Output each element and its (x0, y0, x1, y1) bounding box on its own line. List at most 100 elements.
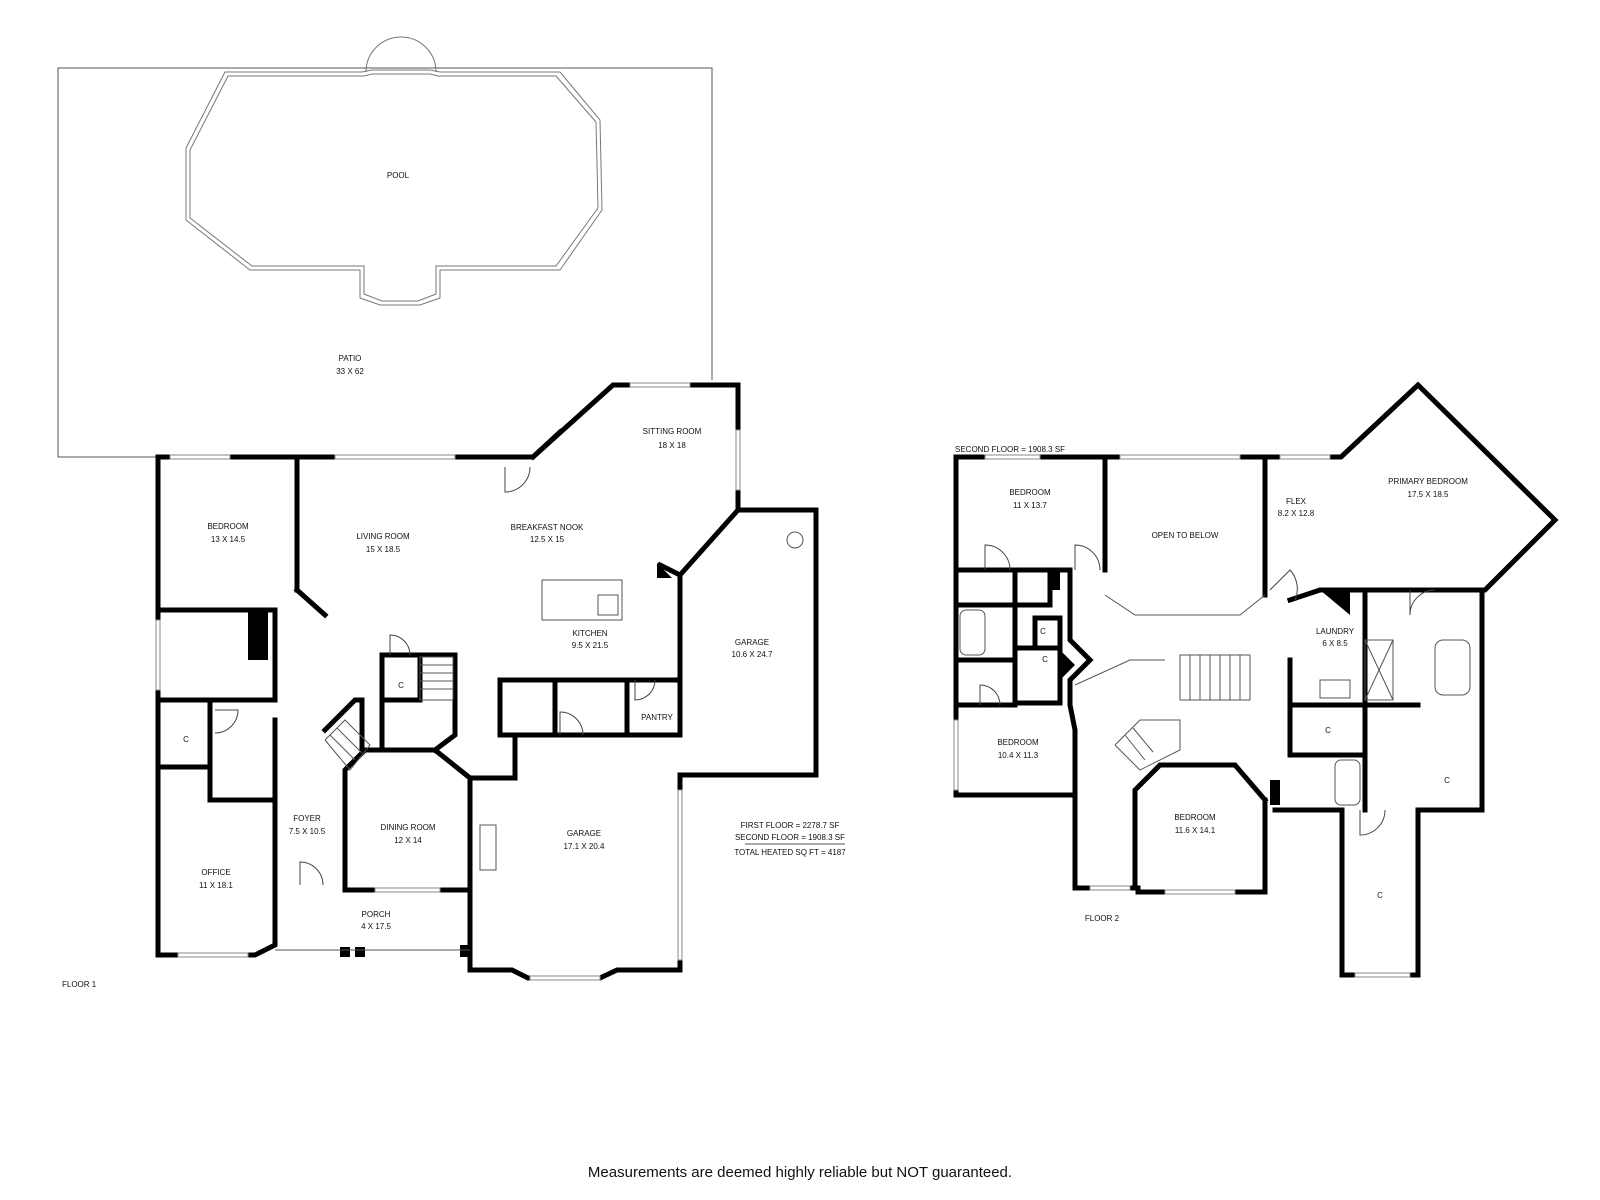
pool-outline-inner (189, 73, 599, 302)
bathtub (1434, 639, 1471, 696)
closet-box (1012, 567, 1053, 608)
bathtub (1334, 759, 1361, 806)
closet-label: C (1040, 627, 1046, 636)
windows-floor2 (953, 454, 1411, 978)
sf-second-floor: SECOND FLOOR = 1908.3 SF (735, 833, 845, 842)
patio-label: PATIO (339, 354, 362, 363)
flex-label: FLEX (1286, 497, 1307, 506)
bedroom-label: BEDROOM (207, 522, 249, 531)
sitting-room-label: SITTING ROOM (643, 427, 702, 436)
stair-closet (379, 652, 423, 703)
office-label: OFFICE (201, 868, 230, 877)
bedroom-s-dim: 11.6 X 14.1 (1175, 826, 1216, 835)
laundry-dim: 6 X 8.5 (1322, 639, 1348, 648)
floor1-exterior-wall-north (155, 382, 819, 981)
hall-wall (1067, 567, 1094, 891)
bath-corner-fill (1270, 780, 1280, 805)
patio-dim: 33 X 62 (336, 367, 364, 376)
porch-column (460, 945, 470, 957)
bedroom-s-label: BEDROOM (1174, 813, 1216, 822)
living-room-label: LIVING ROOM (356, 532, 410, 541)
closet-label: C (1325, 726, 1331, 735)
bedroom-dim: 13 X 14.5 (211, 535, 246, 544)
dining-room-label: DINING ROOM (380, 823, 435, 832)
porch-column (355, 947, 365, 957)
breakfast-nook-dim: 12.5 X 15 (530, 535, 565, 544)
laundry-corner-fill (1320, 590, 1350, 615)
laundry-label: LAUNDRY (1316, 627, 1355, 636)
living-room-dim: 15 X 18.5 (366, 545, 401, 554)
porch-label: PORCH (362, 910, 391, 919)
closet-box (1012, 645, 1063, 706)
pantry-label: PANTRY (641, 713, 673, 722)
stair-wall (321, 697, 365, 753)
dining-room-dim: 12 X 14 (394, 836, 422, 845)
bedroom-w-dim: 10.4 X 11.3 (998, 751, 1039, 760)
garage-main-dim: 17.1 X 20.4 (564, 842, 605, 851)
garage-right-dim: 10.6 X 24.7 (732, 650, 773, 659)
shower (1364, 639, 1394, 701)
garage-right-label: GARAGE (735, 638, 769, 647)
closet-label: C (1377, 891, 1383, 900)
flex-dim: 8.2 X 12.8 (1278, 509, 1315, 518)
shower-x (1364, 639, 1394, 701)
open-to-below-label: OPEN TO BELOW (1152, 531, 1219, 540)
stairs (324, 656, 454, 771)
pool-outline (185, 69, 603, 306)
bathtub (959, 609, 986, 656)
office-dim: 11 X 18.1 (199, 881, 233, 890)
bedroom-nw-label: BEDROOM (1009, 488, 1051, 497)
closet-label: C (398, 681, 404, 690)
patio-outline (57, 67, 713, 458)
sitting-wall-b (676, 506, 742, 579)
garage-fixture (479, 824, 497, 871)
primary-bedroom-label: PRIMARY BEDROOM (1388, 477, 1468, 486)
doors-floor2 (979, 544, 1436, 836)
pool-label: POOL (387, 171, 410, 180)
doors-floor1 (214, 466, 656, 886)
open-to-below-outline (1104, 594, 1266, 616)
sf-total: TOTAL HEATED SQ FT = 4187 (734, 848, 846, 857)
primary-bedroom-dim: 17.5 X 18.5 (1408, 490, 1449, 499)
washer-dryer (1319, 679, 1351, 699)
porch-dim: 4 X 17.5 (361, 922, 391, 931)
floor-1-plan: POOL PATIO 33 X 62 SITTING ROOM 18 X 18 … (57, 36, 846, 989)
closet-label: C (183, 735, 189, 744)
kitchen-corner-fill (657, 563, 672, 578)
floor-2-plan: SECOND FLOOR = 1908.3 SF BEDROOM 11 X 13… (953, 381, 1559, 978)
foyer-dim: 7.5 X 10.5 (289, 827, 326, 836)
sf-first-floor: FIRST FLOOR = 2278.7 SF (741, 821, 840, 830)
living-angle-wall (293, 586, 329, 619)
porch-column (340, 947, 350, 957)
stair-wall-f2 (1132, 762, 1269, 891)
water-heater (786, 531, 804, 549)
balcony-rail (1074, 659, 1165, 686)
second-floor-header: SECOND FLOOR = 1908.3 SF (955, 445, 1065, 454)
floor2-exterior-wall-west (953, 454, 1268, 895)
sitting-wall-a (529, 428, 564, 461)
hall-corner-fill (1060, 650, 1075, 680)
floor2-exterior-wall-north (953, 381, 1559, 978)
sitting-room-dim: 18 X 18 (658, 441, 686, 450)
bedroom-w-label: BEDROOM (997, 738, 1039, 747)
stairs (1114, 654, 1251, 771)
pool-arc (365, 36, 437, 73)
garage-main-label: GARAGE (567, 829, 601, 838)
windows-floor1 (155, 382, 741, 981)
kitchen-label: KITCHEN (572, 629, 607, 638)
kitchen-sink (597, 594, 619, 616)
floor-2-label: FLOOR 2 (1085, 914, 1120, 923)
closet-c-wall (1287, 702, 1368, 758)
foyer-label: FOYER (293, 814, 321, 823)
closet-label: C (1042, 655, 1048, 664)
kitchen-island (541, 579, 623, 621)
measurement-disclaimer: Measurements are deemed highly reliable … (587, 1164, 1013, 1181)
closet-label: C (1444, 776, 1450, 785)
kitchen-dim: 9.5 X 21.5 (572, 641, 609, 650)
kitchen-corner-wall (656, 561, 684, 579)
bedroom-nw-dim: 11 X 13.7 (1013, 501, 1047, 510)
stair-enclosure (417, 652, 458, 754)
floor-1-label: FLOOR 1 (62, 980, 97, 989)
fireplace-block (248, 610, 268, 660)
